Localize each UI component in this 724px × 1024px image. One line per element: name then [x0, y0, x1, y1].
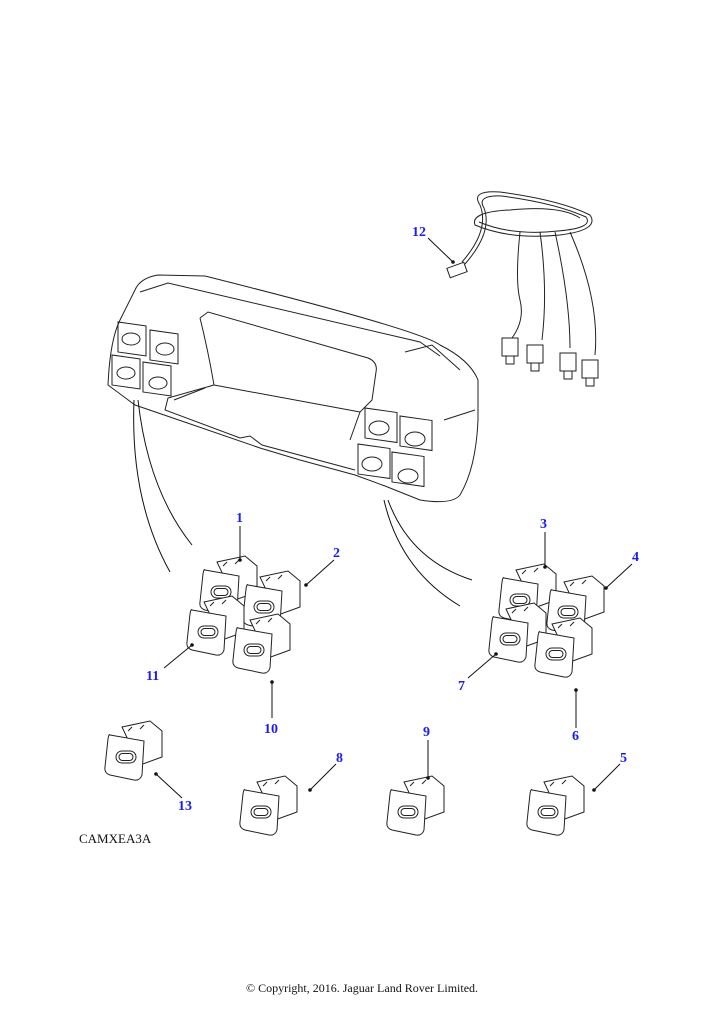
callout-2: 2: [333, 546, 340, 561]
callout-leaders: [154, 237, 633, 799]
switch-cluster-right: [488, 563, 605, 678]
callout-13: 13: [178, 799, 192, 814]
switch-13: [104, 720, 163, 781]
callout-5: 5: [620, 751, 627, 766]
panel-switch-recesses-left: [111, 321, 179, 397]
callout-3: 3: [540, 517, 547, 532]
switch-9: [386, 775, 445, 836]
switch-8: [239, 775, 298, 836]
callout-6: 6: [572, 729, 579, 744]
callout-9: 9: [423, 725, 430, 740]
wiring-harness: [446, 191, 599, 387]
diagram-reference-code: CAMXEA3A: [79, 831, 152, 846]
copyright-notice: © Copyright, 2016. Jaguar Land Rover Lim…: [245, 981, 479, 995]
panel-to-cluster-lines: [133, 399, 473, 607]
callout-10: 10: [264, 722, 278, 737]
individual-switches: [104, 720, 585, 836]
switch-5: [526, 775, 585, 836]
callout-12: 12: [412, 225, 426, 240]
callout-4: 4: [632, 550, 639, 565]
instrument-panel-housing: [107, 274, 479, 503]
callout-8: 8: [336, 751, 343, 766]
callout-7: 7: [458, 679, 465, 694]
callout-labels: 1 2 3 4 5 6 7 8 9 10 11 12 13: [146, 225, 639, 814]
panel-switch-recesses-right: [357, 407, 433, 488]
callout-1: 1: [236, 511, 243, 526]
switch-cluster-left: [186, 555, 301, 674]
callout-11: 11: [146, 669, 159, 684]
